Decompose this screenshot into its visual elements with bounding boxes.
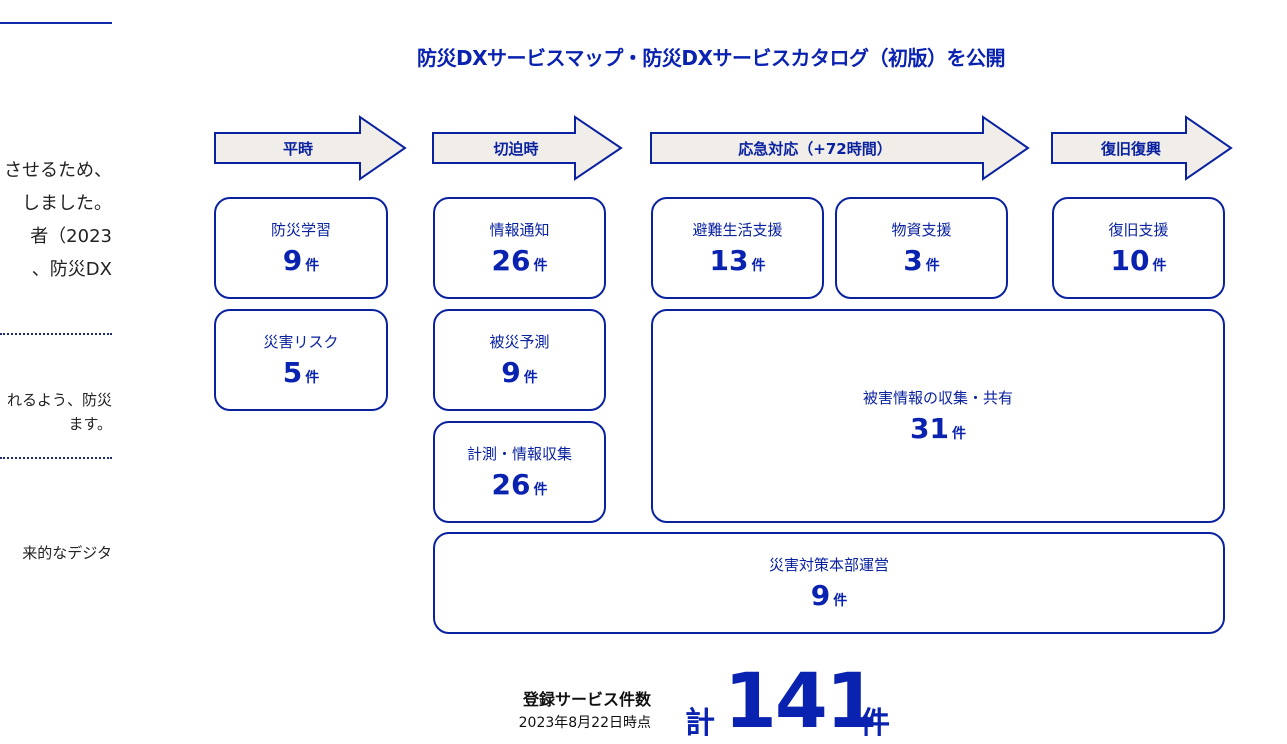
dotted-divider [0, 333, 112, 335]
category-name: 被災予測 [489, 333, 550, 351]
count-unit: 件 [1152, 258, 1167, 274]
text-line: 、防災DX [31, 259, 112, 280]
category-count: 9 件 [283, 246, 319, 276]
category-card-saigai-risk[interactable]: 災害リスク 5 件 [214, 309, 388, 411]
category-name: 災害リスク [263, 333, 339, 351]
count-unit: 件 [523, 370, 538, 386]
count-number: 31 [910, 412, 949, 445]
count-unit: 件 [533, 258, 548, 274]
count-number: 9 [810, 579, 831, 612]
category-count: 10 件 [1111, 246, 1167, 276]
arrow-shape-icon [650, 115, 1030, 181]
total-services: 登録サービス件数 2023年8月22日時点 計 141 件 [0, 658, 1287, 744]
category-name: 復旧支援 [1108, 221, 1169, 239]
category-name: 避難生活支援 [692, 221, 783, 239]
count-unit: 件 [833, 593, 848, 609]
category-card-hisai-yosoku[interactable]: 被災予測 9 件 [433, 309, 606, 411]
count-number: 3 [903, 244, 923, 277]
category-name: 物資支援 [891, 221, 952, 239]
category-count: 31 件 [910, 414, 966, 444]
text-line: ます。 [68, 415, 112, 433]
count-number: 26 [491, 244, 531, 277]
arrow-shape-icon [214, 115, 407, 181]
text-line: しました。 [22, 193, 112, 214]
count-number: 5 [282, 356, 303, 389]
category-count: 13 件 [710, 246, 766, 276]
category-card-hinan-seikatsu-shien[interactable]: 避難生活支援 13 件 [651, 197, 824, 299]
count-unit: 件 [951, 426, 966, 442]
phase-arrow-seppakuji: 切迫時 [432, 115, 624, 181]
total-prefix: 計 [685, 706, 715, 741]
text-line: 来的なデジタ [22, 544, 112, 562]
diagram-title: 防災DXサービスマップ・防災DXサービスカタログ（初版）を公開 [417, 46, 1005, 70]
category-card-bousai-gakushu[interactable]: 防災学習 9 件 [214, 197, 388, 299]
category-name: 計測・情報収集 [466, 445, 572, 463]
phase-label: 切迫時 [493, 139, 539, 158]
article-paragraph-3: 来的なデジタ [22, 539, 112, 567]
article-paragraph-2: れるよう、防災 ます。 [7, 386, 112, 438]
arrow-shape-icon [432, 115, 623, 181]
count-number: 9 [501, 356, 521, 389]
category-name: 被害情報の収集・共有 [862, 389, 1013, 407]
category-count: 26 件 [492, 246, 548, 276]
text-line: れるよう、防災 [6, 391, 112, 409]
category-count: 5 件 [283, 358, 319, 388]
count-unit: 件 [533, 482, 548, 498]
count-unit: 件 [305, 370, 320, 386]
text-line: させるため、 [4, 160, 112, 181]
category-name: 防災学習 [270, 221, 331, 239]
total-value: 141 [724, 656, 879, 744]
count-number: 9 [282, 244, 303, 277]
article-column: させるため、 しました。 者（2023 、防災DX れるよう、防災 ます。 来的… [0, 0, 112, 744]
article-paragraph-1: させるため、 しました。 者（2023 、防災DX [4, 154, 112, 286]
dotted-divider [0, 457, 112, 459]
category-count: 3 件 [903, 246, 939, 276]
count-number: 10 [1110, 244, 1150, 277]
category-card-higai-jouhou-shushu-kyouyu[interactable]: 被害情報の収集・共有 31 件 [651, 309, 1225, 523]
arrow-shape-icon [1051, 115, 1233, 181]
count-number: 26 [491, 468, 531, 501]
phase-label: 応急対応（+72時間） [738, 139, 892, 158]
phase-label: 平時 [282, 139, 313, 158]
category-card-fukkyu-shien[interactable]: 復旧支援 10 件 [1052, 197, 1225, 299]
category-card-keisoku-jouhou-shushu[interactable]: 計測・情報収集 26 件 [433, 421, 606, 523]
text-line: 者（2023 [30, 226, 112, 247]
total-label: 登録サービス件数 [522, 690, 651, 709]
category-card-saigai-taisaku-honbu-unei[interactable]: 災害対策本部運営 9 件 [433, 532, 1225, 634]
phase-label: 復旧復興 [1100, 139, 1161, 158]
category-card-jouhou-tsuchi[interactable]: 情報通知 26 件 [433, 197, 606, 299]
category-name: 災害対策本部運営 [768, 556, 889, 574]
category-count: 9 件 [811, 581, 847, 611]
phase-arrow-fukkyu: 復旧復興 [1051, 115, 1234, 181]
count-number: 13 [709, 244, 749, 277]
category-name: 情報通知 [489, 221, 550, 239]
count-unit: 件 [751, 258, 766, 274]
category-card-busshi-shien[interactable]: 物資支援 3 件 [835, 197, 1008, 299]
phase-arrow-oukyu: 応急対応（+72時間） [650, 115, 1031, 181]
total-unit: 件 [860, 706, 890, 741]
count-unit: 件 [305, 258, 320, 274]
category-count: 9 件 [501, 358, 537, 388]
category-count: 26 件 [492, 470, 548, 500]
phase-arrow-heiji: 平時 [214, 115, 408, 181]
section-heading-rule [0, 22, 112, 24]
count-unit: 件 [925, 258, 940, 274]
total-as-of-date: 2023年8月22日時点 [518, 715, 651, 731]
